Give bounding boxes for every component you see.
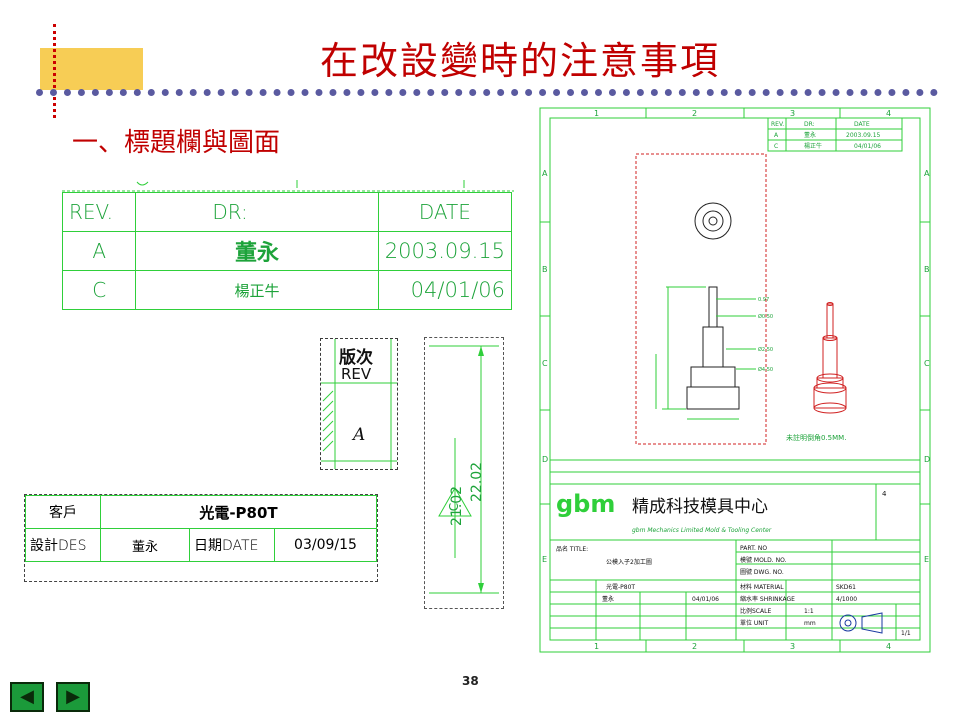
customer-value: 光電-P80T	[100, 495, 377, 529]
col-number: 1	[594, 109, 599, 118]
mini-rev-cell: REV.	[771, 121, 784, 128]
design-label-zh: 設計	[30, 538, 58, 554]
title-label: 品名 TITLE:	[556, 545, 588, 553]
company-logo: gbm	[556, 490, 615, 518]
customer-label: 客戶	[25, 495, 101, 529]
page-title: 在改設變時的注意事項	[319, 39, 720, 83]
mini-date-cell: 04/01/06	[854, 143, 881, 150]
col-number: 1	[594, 642, 599, 651]
rev-box-label: REV	[341, 365, 372, 383]
design-label-en: DES	[58, 538, 87, 554]
mini-dr-cell: DR:	[804, 121, 815, 128]
table-row: A 董永 2003.09.15	[61, 231, 513, 271]
row-letter: B	[542, 265, 548, 274]
date-label-zh: 日期	[194, 538, 222, 554]
accent-vertical-dots	[53, 24, 56, 118]
revision-table: REV. DR: DATE A 董永 2003.09.15 C 楊正牛 04/0…	[61, 192, 513, 310]
page-number: 38	[462, 674, 479, 688]
rev-box-value: A	[353, 425, 366, 445]
date-value: 03/09/15	[274, 528, 377, 562]
rev-cell: C	[61, 270, 137, 310]
row-letter: C	[542, 359, 548, 368]
designer: 董永	[100, 528, 190, 562]
designer-cell: 董永	[602, 595, 614, 603]
table-top-edge	[62, 180, 514, 192]
row-letter: D	[542, 455, 548, 464]
unit-value: mm	[804, 620, 816, 627]
date-cell: 04/01/06	[377, 270, 513, 310]
rev-box-title: 版次	[339, 348, 373, 368]
row-letter: D	[924, 455, 930, 464]
mini-date-cell: DATE	[854, 121, 870, 128]
date-header: DATE	[377, 192, 513, 232]
dr-cell: 楊正牛	[135, 270, 379, 310]
dr-cell: 董永	[135, 231, 379, 271]
revision-box: 版次 REV A	[320, 338, 398, 470]
scale-value: 1:1	[804, 608, 814, 615]
dim-outer: 22.02	[469, 461, 485, 502]
design-label: 設計DES	[25, 528, 101, 562]
accent-square	[40, 48, 143, 90]
arrow-left-icon: ◀	[20, 686, 34, 707]
scale-label: 比例SCALE	[740, 607, 771, 615]
row-letter: C	[924, 359, 930, 368]
col-number: 3	[790, 109, 795, 118]
col-number: 4	[886, 642, 891, 651]
dim-inner: 21.02	[449, 485, 465, 526]
mini-rev-cell: A	[774, 132, 779, 139]
note-text: 未註明倒角0.5MM.	[786, 433, 846, 442]
rev-cell: A	[61, 231, 137, 271]
material-value: SKD61	[836, 584, 856, 591]
row-letter: A	[924, 169, 930, 178]
dim-label: 0.97	[758, 297, 769, 303]
row-letter: A	[542, 169, 548, 178]
table-header-row: REV. DR: DATE	[61, 192, 513, 232]
mini-dr-cell: 董永	[804, 131, 816, 139]
previous-slide-button[interactable]: ◀	[10, 682, 44, 712]
row-letter: B	[924, 265, 930, 274]
date-cell: 2003.09.15	[377, 231, 513, 271]
rev-header: REV.	[61, 192, 137, 232]
col-number: 2	[692, 642, 697, 651]
row-letter: E	[542, 555, 547, 564]
dim-label: Ø4.50	[758, 366, 773, 373]
row-letter: E	[924, 555, 929, 564]
material-label: 材料 MATERIAL	[740, 583, 784, 591]
next-slide-button[interactable]: ▶	[56, 682, 90, 712]
dim-label: Ø2.50	[758, 346, 773, 353]
col-number: 3	[790, 642, 795, 651]
date-cell: 04/01/06	[692, 596, 719, 603]
dimension-detail: 21.02 22.02 C	[424, 337, 504, 609]
part-no-label: PART. NO	[740, 545, 767, 552]
table-row: 設計DES 董永 日期DATE 03/09/15	[25, 528, 377, 562]
col-number: 4	[886, 109, 891, 118]
date-label-en: DATE	[222, 538, 259, 554]
arrow-right-icon: ▶	[66, 686, 80, 707]
mini-dr-cell: 楊正牛	[804, 142, 822, 150]
unit-label: 單位 UNIT	[740, 619, 769, 627]
dr-header: DR:	[135, 192, 379, 232]
section-subtitle: 一、標題欄與圖面	[72, 128, 281, 158]
sheet-value: 1/1	[901, 630, 911, 637]
company-en: gbm Mechanics Limited Mold & Tooling Cen…	[632, 527, 772, 534]
date-label: 日期DATE	[189, 528, 275, 562]
mini-date-cell: 2003.09.15	[846, 132, 881, 139]
mold-drawing: 1 2 3 4 1 2 3 4 A B C D E A B C D E REV.…	[539, 107, 931, 653]
col-number: 2	[692, 109, 697, 118]
part-title: 公模入子2加工圖	[606, 558, 652, 566]
dwg-no-label: 圖號 DWG. NO.	[740, 568, 784, 576]
title-underline-dots	[36, 89, 938, 96]
title-block-excerpt: 客戶 光電-P80T 設計DES 董永 日期DATE 03/09/15	[24, 494, 378, 582]
table-row: C 楊正牛 04/01/06	[61, 270, 513, 310]
dim-mark: C	[447, 502, 462, 512]
mini-rev-cell: C	[774, 143, 778, 150]
dim-label: Ø0.50	[758, 313, 773, 320]
customer-cell: 光電-P80T	[606, 583, 635, 591]
rev-number: 4	[882, 490, 887, 498]
company-name: 精成科技模具中心	[632, 497, 768, 517]
mold-no-label: 模號 MOLD. NO.	[740, 556, 787, 564]
shrink-label: 縮水率 SHRINKAGE	[740, 595, 795, 603]
table-row: 客戶 光電-P80T	[25, 495, 377, 529]
shrink-value: 4/1000	[836, 596, 857, 603]
